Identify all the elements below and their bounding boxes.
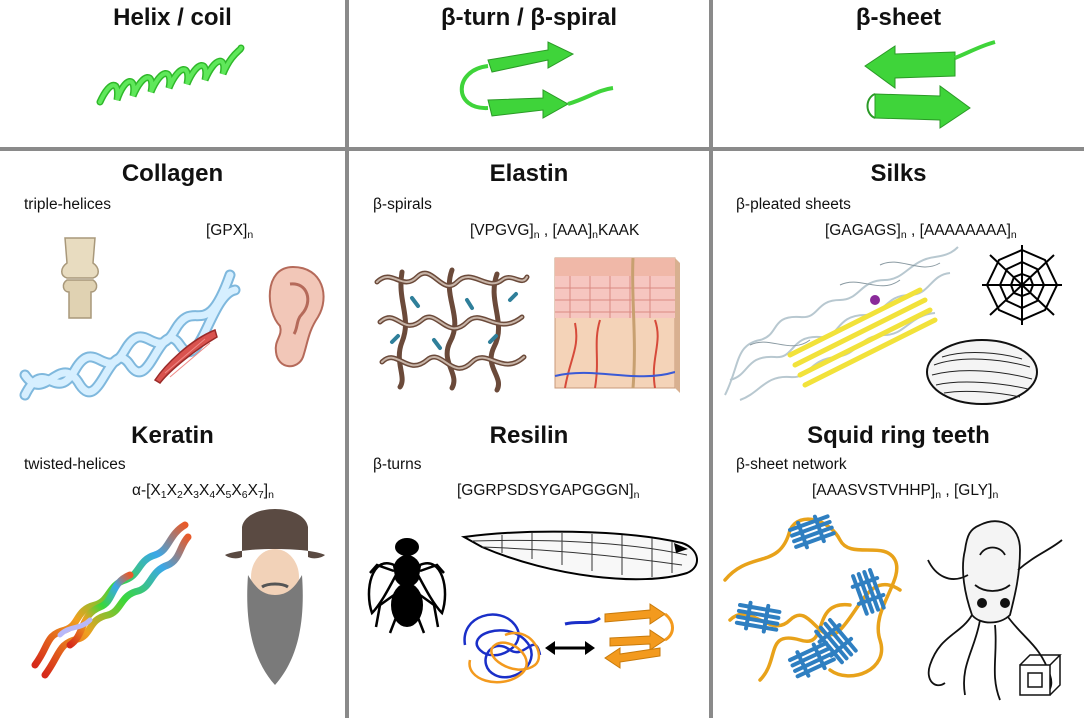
- squid-ring-teeth-sequence: [AAASVSTVHHP]n , [GLY]n: [812, 482, 999, 501]
- insect-wing-illustration: [460, 530, 698, 581]
- elastin-structure: β-spirals: [373, 196, 432, 213]
- muscle-icon: [153, 328, 218, 384]
- divider-horizontal: [0, 147, 1084, 151]
- keratin-sequence: α-[X1X2X3X4X5X6X7]n: [132, 482, 274, 501]
- silks-title: Silks: [870, 160, 927, 187]
- resilin-beta-turn-illustration: [564, 603, 674, 669]
- elastin-title: Elastin: [489, 160, 569, 187]
- keratin-structure: twisted-helices: [24, 456, 126, 473]
- silk-cocoon-icon: [926, 339, 1038, 405]
- spider-web-icon: [982, 245, 1062, 325]
- divider-vertical-right: [709, 0, 713, 718]
- silk-fibroin-structure-illustration: [724, 246, 959, 401]
- collagen-structure: triple-helices: [24, 196, 112, 213]
- resilin-random-coil-illustration: [463, 613, 542, 684]
- bearded-man-icon: [225, 509, 325, 685]
- fly-icon: [367, 538, 447, 634]
- divider-vertical-left: [345, 0, 349, 718]
- elastin-network-illustration: [374, 267, 530, 393]
- collagen-title: Collagen: [121, 160, 224, 187]
- knee-joint-icon: [61, 237, 99, 319]
- silks-sequence: [GAGAGS]n , [AAAAAAAA]n: [825, 222, 1017, 241]
- resilin-structure: β-turns: [373, 456, 422, 473]
- header-helix-coil: Helix / coil: [113, 4, 232, 31]
- beta-turn-illustration: [459, 41, 614, 119]
- silks-structure: β-pleated sheets: [736, 196, 851, 213]
- resilin-sequence: [GGRPSDSYGAPGGGN]n: [457, 482, 640, 501]
- resilin-title: Resilin: [489, 422, 569, 449]
- double-arrow-icon: [545, 641, 595, 655]
- squid-ring-teeth-network-illustration: [723, 514, 902, 682]
- collagen-sequence: [GPX]n: [206, 222, 254, 241]
- squid-ring-teeth-structure: β-sheet network: [736, 456, 847, 473]
- ear-icon: [268, 265, 325, 368]
- keratin-coiled-coil-illustration: [31, 521, 192, 679]
- keratin-title: Keratin: [131, 422, 214, 449]
- header-beta-sheet: β-sheet: [855, 4, 942, 31]
- squid-ring-teeth-title: Squid ring teeth: [807, 422, 990, 449]
- elastin-sequence: [VPGVG]n , [AAA]nKAAK: [470, 222, 640, 241]
- skin-cross-section-illustration: [554, 257, 680, 393]
- squid-illustration: [927, 520, 1063, 701]
- header-beta-turn-spiral: β-turn / β-spiral: [441, 4, 617, 31]
- helix-coil-illustration: [96, 44, 245, 106]
- beta-sheet-illustration: [864, 40, 996, 129]
